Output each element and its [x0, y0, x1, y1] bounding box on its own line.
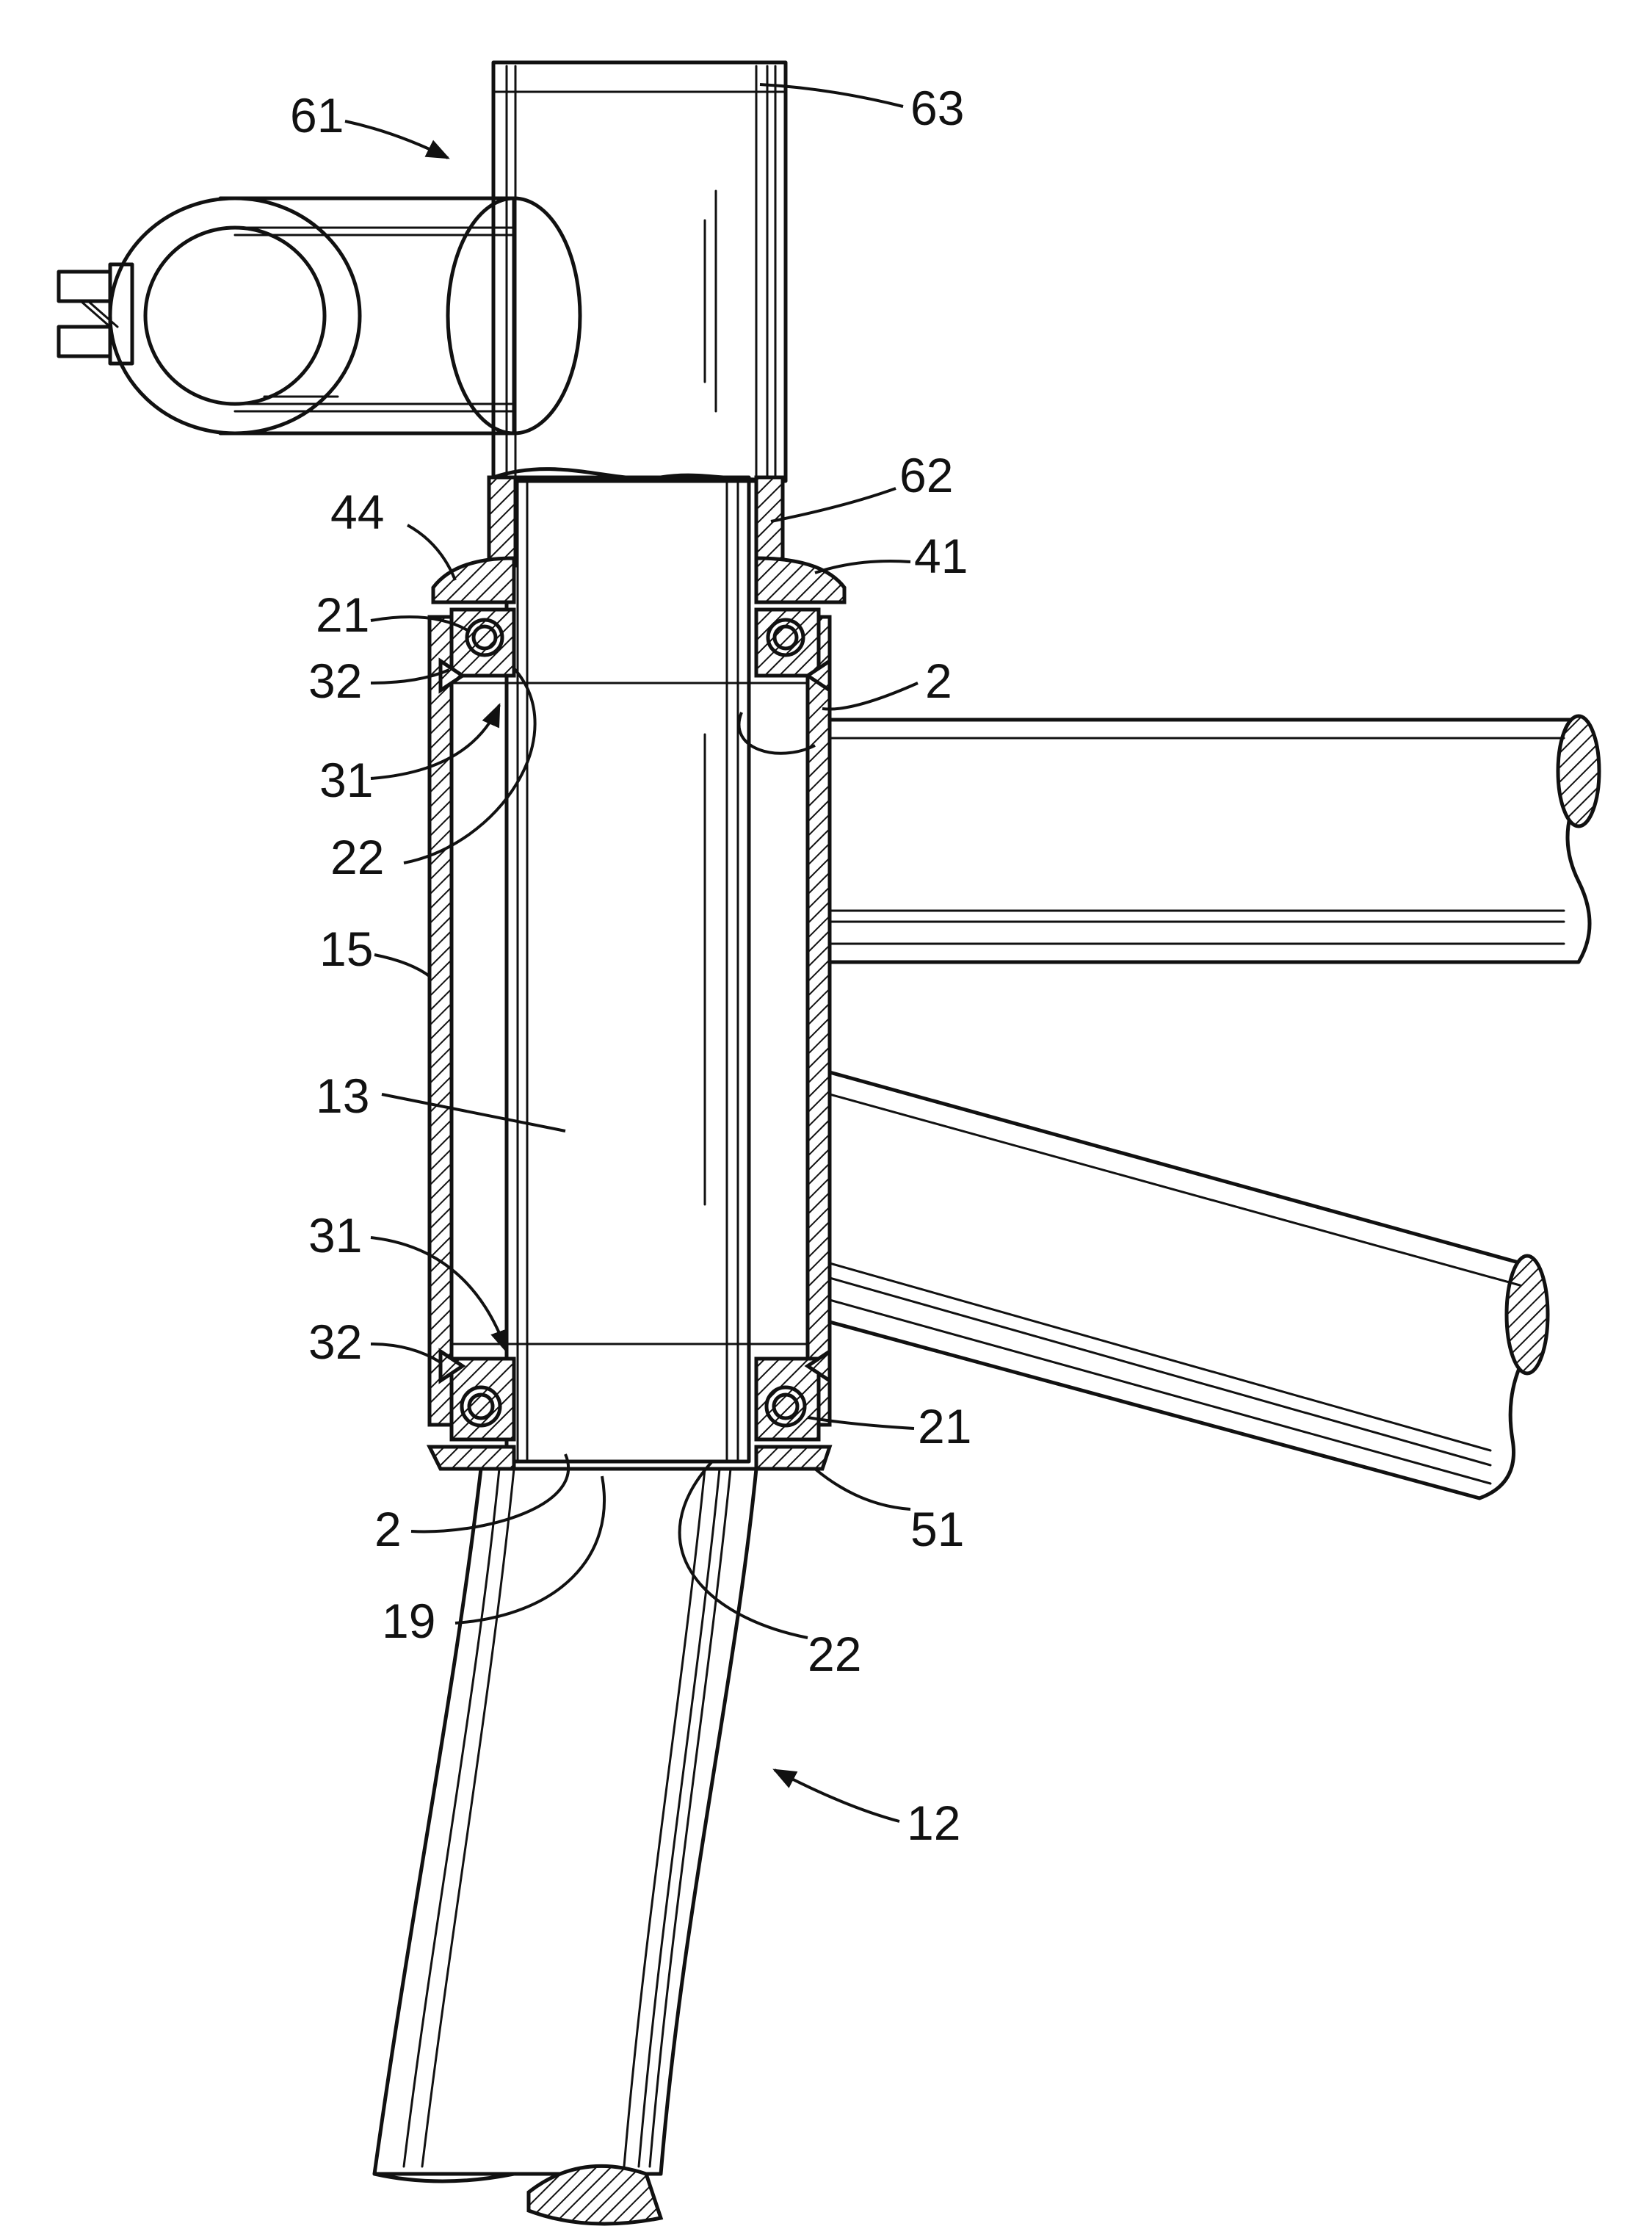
- label-21-top: 21: [316, 588, 369, 642]
- fork-steerer: [507, 477, 749, 1462]
- handlebar-clamp: [59, 198, 580, 433]
- label-31-bottom: 31: [308, 1208, 362, 1262]
- upper-bearing-right: [756, 610, 830, 690]
- label-32-bottom: 32: [308, 1315, 362, 1369]
- label-51: 51: [910, 1502, 964, 1556]
- label-21-bottom: 21: [918, 1399, 971, 1453]
- label-15: 15: [319, 922, 373, 976]
- lower-bearing-right: [756, 1351, 830, 1439]
- label-63: 63: [910, 81, 964, 135]
- head-tube: [430, 617, 830, 1425]
- label-31-top: 31: [319, 753, 373, 807]
- top-cap: [433, 558, 844, 602]
- label-22-bottom: 22: [808, 1627, 861, 1681]
- crown-race: [430, 1447, 830, 1469]
- label-19: 19: [382, 1594, 435, 1648]
- reference-labels: 61 63 62 44 41 21 32 2 31 22 15 13 31 32…: [290, 81, 971, 1850]
- label-62: 62: [899, 448, 953, 502]
- label-22-top: 22: [330, 830, 384, 884]
- label-61: 61: [290, 88, 344, 142]
- label-2-bottom: 2: [374, 1502, 402, 1556]
- steerer-tube: [493, 62, 786, 481]
- label-13: 13: [316, 1069, 369, 1123]
- lower-bearing-left: [441, 1351, 514, 1439]
- label-2-top: 2: [925, 654, 952, 708]
- label-41: 41: [914, 529, 968, 583]
- label-12: 12: [907, 1796, 960, 1850]
- label-44: 44: [330, 485, 384, 539]
- label-32-top: 32: [308, 654, 362, 708]
- top-tube: [830, 716, 1599, 962]
